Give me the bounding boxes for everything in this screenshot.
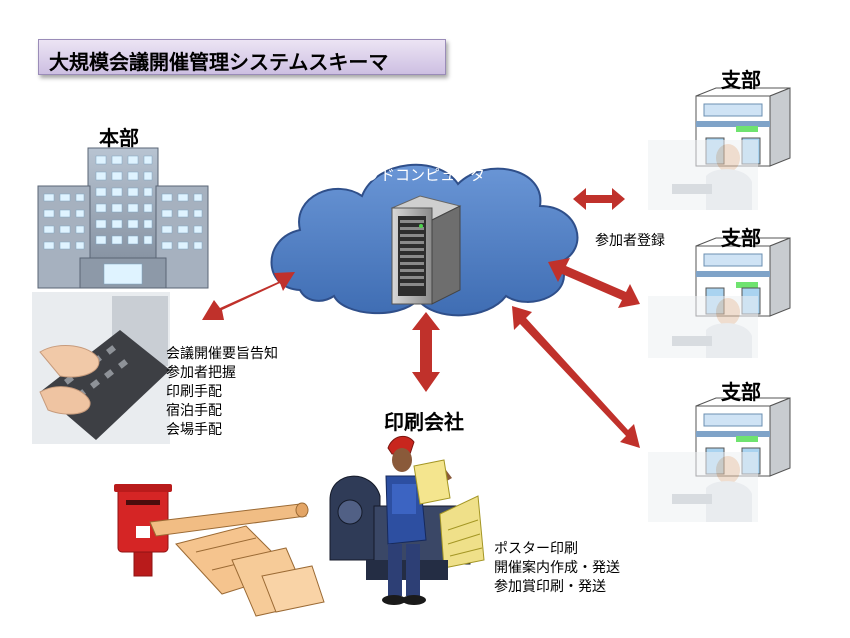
hq-task: 参加者把握 [166,365,236,381]
cloud-label: クラウドコンピュータ [335,166,486,184]
branch-photo-2 [648,296,758,358]
printer-label: 印刷会社 [384,410,464,434]
branch-photo-1 [648,140,758,210]
headquarters-building [37,147,209,289]
arrow-cloud-printer [412,312,440,392]
hq-task: 印刷手配 [166,384,222,400]
branch-label-2: 支部 [721,226,761,250]
printer-task: 開催案内作成・発送 [494,560,620,576]
server-icon [390,195,462,305]
hq-task: 会場手配 [166,422,222,438]
headquarters-label: 本部 [99,126,139,150]
connection-arrows [202,188,640,448]
printer-task: 参加賞印刷・発送 [494,579,606,595]
hq-task: 宿泊手配 [166,403,222,419]
headquarters-task-list: 会議開催要旨告知 参加者把握 印刷手配 宿泊手配 会場手配 [166,345,278,440]
printer-task: ポスター印刷 [494,541,578,557]
branch-label-3: 支部 [721,380,761,404]
branch-photo-3 [648,452,758,522]
diagram-title: 大規模会議開催管理システムスキーマ [49,50,389,74]
keyboard-photo [32,292,170,444]
parcels-icon [149,502,325,617]
arrow-cloud-branch2 [548,258,640,308]
branch-label-1: 支部 [721,68,761,92]
arrow-hq-cloud [202,272,295,320]
printer-worker [382,435,452,605]
branch-registration-note: 参加者登録 [595,233,665,249]
printer-task-list: ポスター印刷 開催案内作成・発送 参加賞印刷・発送 [494,540,620,597]
cloud-computer [270,163,579,317]
arrow-cloud-branch1 [573,188,625,210]
arrow-cloud-branch3 [512,306,640,448]
title-box: 大規模会議開催管理システムスキーマ [38,39,446,75]
hq-task: 会議開催要旨告知 [166,346,278,362]
